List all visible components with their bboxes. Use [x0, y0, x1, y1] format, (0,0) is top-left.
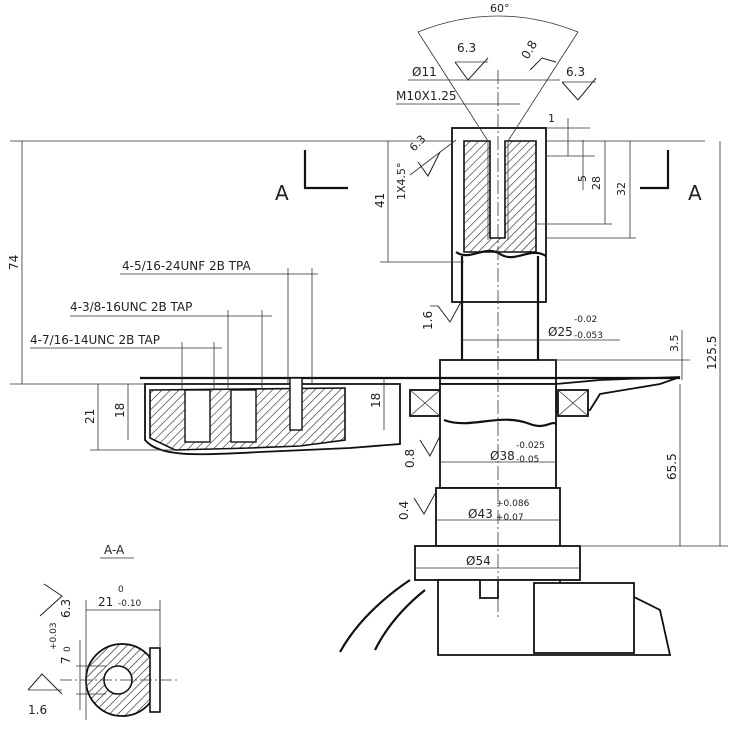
section-key-upper: +0.03: [49, 622, 59, 650]
section-roughness-bottom: 1.6: [28, 703, 47, 717]
break-line-upper: [455, 249, 547, 259]
section-roughness-side: 6.3: [59, 599, 73, 618]
lower-block: [533, 582, 635, 654]
dia-38-lower: -0.05: [516, 455, 539, 465]
lower-curve-inner: [374, 589, 426, 651]
dim-41: 41: [373, 193, 387, 208]
angle-leg-left: [417, 31, 489, 142]
dim-21: 21: [83, 409, 97, 424]
roughness-collar: 0.4: [397, 501, 411, 520]
dia-25-lower: -0.053: [574, 331, 603, 341]
section-width-lower: -0.10: [118, 599, 142, 609]
lower-curve-outer: [339, 579, 411, 653]
roughness-top-right: 6.3: [566, 65, 585, 79]
chamfer-label: 1X4.5°: [395, 162, 408, 200]
dia-38-base: Ø38: [490, 449, 515, 463]
dia-54-base: Ø54: [466, 554, 491, 568]
section-width-upper: 0: [118, 585, 124, 595]
section-marker-left: [303, 150, 348, 190]
angle-arc: [417, 15, 579, 33]
tapped-hole-3: [289, 377, 303, 431]
dim-74: 74: [7, 255, 21, 270]
roughness-symbol-seat: [419, 435, 441, 458]
roughness-top-mid: 0.8: [518, 38, 540, 62]
section-roughness-symbol: [39, 583, 63, 617]
section-label-left: A: [275, 181, 289, 205]
dim-3-5: 3.5: [668, 335, 681, 353]
dia-43-lower: +0.07: [496, 513, 524, 523]
roughness-symbol-top-right: [561, 77, 597, 101]
roughness-symbol-neck: [437, 299, 463, 323]
roughness-symbol-top-mid: [529, 57, 557, 71]
chamfer-leader: [409, 139, 457, 176]
section-label-right: A: [688, 181, 702, 205]
roughness-neck: 1.6: [421, 311, 435, 330]
roughness-symbol-collar: [413, 491, 437, 515]
roughness-symbol-top-left: [454, 57, 489, 81]
dim-28: 28: [590, 176, 603, 190]
chamfer-roughness: 6.3: [407, 133, 429, 155]
section-key-base: 7: [59, 656, 73, 664]
thread-callout-3: 4-7/16-14UNC 2B TAP: [30, 333, 160, 347]
break-line-lower: [443, 418, 557, 428]
section-key-lower: 0: [63, 646, 73, 652]
dim-18-left: 18: [113, 403, 127, 418]
shaft-base: [414, 545, 581, 581]
tapped-hole-2: [230, 389, 257, 443]
section-title: A-A: [104, 543, 125, 557]
dim-125-5: 125.5: [705, 336, 719, 370]
dim-18-mid: 18: [369, 393, 383, 408]
dia-43-upper: +0.086: [496, 499, 530, 509]
dia-38-upper: -0.025: [516, 441, 545, 451]
dia-25-base: Ø25: [548, 325, 573, 339]
dim-1: 1: [548, 112, 555, 125]
dim-32: 32: [615, 182, 628, 196]
thread-callout-2: 4-3/8-16UNC 2B TAP: [70, 300, 192, 314]
angle-leg-right: [507, 31, 579, 142]
dim-65-5: 65.5: [665, 453, 679, 480]
dim-5: 5: [576, 175, 589, 182]
roughness-top-left: 6.3: [457, 41, 476, 55]
dia-25-upper: -0.02: [574, 315, 597, 325]
angle-value: 60°: [490, 2, 510, 15]
thread-main-label: M10X1.25: [396, 89, 457, 103]
section-marker-right: [640, 150, 670, 190]
dia-43-base: Ø43: [468, 507, 493, 521]
section-width-base: 21: [98, 595, 113, 609]
section-roughness-bottom-symbol: [27, 673, 63, 695]
thread-callout-1: 4-5/16-24UNF 2B TPA: [122, 259, 251, 273]
chamfer-roughness-symbol: [417, 151, 441, 177]
roughness-seat: 0.8: [403, 449, 417, 468]
tapped-hole-1: [184, 389, 211, 443]
bore-dia-label: Ø11: [412, 65, 437, 79]
